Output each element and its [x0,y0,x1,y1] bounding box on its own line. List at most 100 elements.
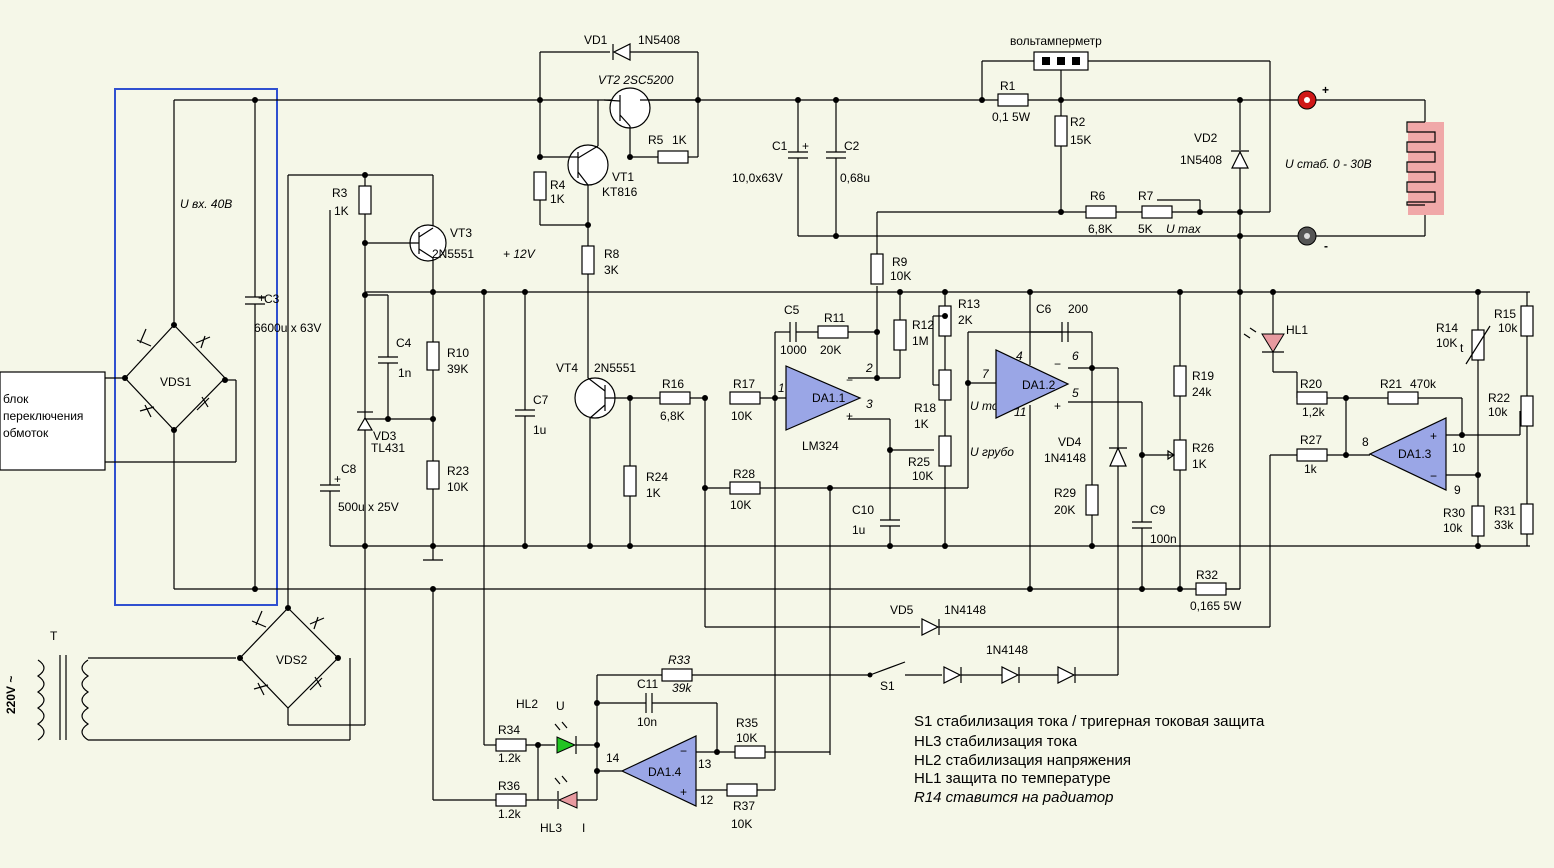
labels-r15-val-text: 10k [1498,321,1518,335]
output-terminals: + - U стаб. 0 - 30В [1285,83,1372,253]
line-part [577,171,589,186]
labels-r3-text: R3 [332,186,348,200]
labels-r24-val-text: 1K [646,486,661,500]
circle-part [627,395,633,401]
load-coil [1406,121,1444,215]
circle-part [965,380,971,386]
circle-part [587,543,593,549]
circle-part [942,289,948,295]
vd4-diode: VD4 1N4148 [1044,368,1127,675]
circle-part [1304,97,1310,103]
labels-r11-val-text: 20K [820,343,841,357]
line-part [577,145,599,159]
transformer: T 220V ~ [4,629,351,741]
labels-r14-text: R14 [1436,321,1458,335]
rect-part [0,371,106,471]
r3-resistor: R3 1K [332,172,372,546]
circle-part [430,289,436,295]
labels-c5-val-text: 1000 [780,343,807,357]
rect-part [1072,57,1080,65]
labels-r12-val-text: 1M [912,334,929,348]
circle-part [522,543,528,549]
labels-vd4-part-text: 1N4148 [1044,451,1086,465]
labels-r4-text: R4 [550,178,566,192]
labels-vd2-text: VD2 [1194,131,1218,145]
labels-da13-text: DA1.3 [1398,447,1432,461]
r24-resistor: R24 1K [623,395,668,549]
labels-c11-text: C11 [637,677,658,691]
circle-part [1177,289,1183,295]
labels-vd3-part-text: TL431 [371,441,405,455]
path-part [251,610,267,628]
circle-part [430,543,436,549]
rect-part [1408,122,1444,215]
path-part [195,335,211,349]
r29-resistor: R29 20K [1054,484,1099,549]
r37-resistor: R37 10K [726,398,776,831]
block-line-2: переключения [3,409,83,423]
line-part [603,99,621,102]
labels-r16-val-text: 6,8K [660,409,685,423]
rect-part [358,185,372,215]
meter: вольтамперметр [981,34,1271,212]
labels-r20-val-text: 1,2k [1302,405,1326,419]
labels-vt4-text: VT4 [556,361,578,375]
text-part: + [334,472,341,486]
labels-vt4-part-text: 2N5551 [594,361,636,375]
labels-r4-val-text: 1K [550,192,565,206]
r32-resistor: R32 0,165 5W [1177,568,1242,613]
labels-c10-val-text: 1u [852,523,865,537]
path-part [253,682,269,696]
r1-resistor: R1 0,1 5W [979,79,1064,124]
labels-c10-text: C10 [852,503,874,517]
labels-r6-val-text: 6,8K [1088,222,1113,236]
uvh-label: U вх. 40В [180,197,232,211]
vt4-transistor: VT4 2N5551 [556,361,705,549]
rect-part [938,369,952,401]
line-part [869,661,906,676]
circle-part [833,97,839,103]
circle-part [567,144,609,186]
labels-c11-val-text: 10n [637,715,657,729]
r30-resistor: R30 10k [1443,505,1485,549]
circle-part [897,289,903,295]
labels-r29-text: R29 [1054,486,1076,500]
labels-pin7-text: 7 [982,367,990,381]
labels-r22-text: R22 [1488,391,1510,405]
labels-vt3-part-text: 2N5551 [432,247,474,261]
r35-resistor: R35 10K [734,716,830,759]
circle-part [609,87,651,129]
labels-pin11-text: 11 [1014,405,1026,419]
c10-capacitor: C10 1u [852,503,900,549]
text-part: − [1054,357,1061,371]
polygon-part [612,43,631,61]
circle-part [979,97,985,103]
circle-part [481,289,487,295]
vd5-diode: VD5 1N4148 [890,454,1297,636]
labels-r31-text: R31 [1494,504,1516,518]
rect-part [938,435,952,467]
path-part [309,616,325,630]
selection-box [114,88,278,606]
c3-label: C3 [264,292,280,306]
circle-part [1089,543,1095,549]
labels-pin5-text: 5 [1072,386,1079,400]
path-part [309,676,323,691]
labels-r8-text: R8 [604,247,620,261]
labels-r5-text: R5 [648,133,664,147]
labels-vt2-text: VT2 2SC5200 [598,73,674,87]
r13-resistor: R13 2K [938,289,980,337]
labels-vd1-part-text: 1N5408 [638,33,680,47]
rect-part [1141,205,1173,219]
circle-part [942,543,948,549]
circle-part [285,605,291,611]
labels-c1-text: C1 [772,139,788,153]
labels-r26-val-text: 1K [1192,457,1207,471]
circle-part [237,655,243,661]
labels-r3-val-text: 1K [334,204,349,218]
circle-part [362,543,368,549]
labels-umax-text: U max [1166,222,1202,236]
circle-part [887,543,893,549]
labels-r35-val-text: 10K [736,731,757,745]
r36-resistor: R36 1.2k [432,589,557,821]
